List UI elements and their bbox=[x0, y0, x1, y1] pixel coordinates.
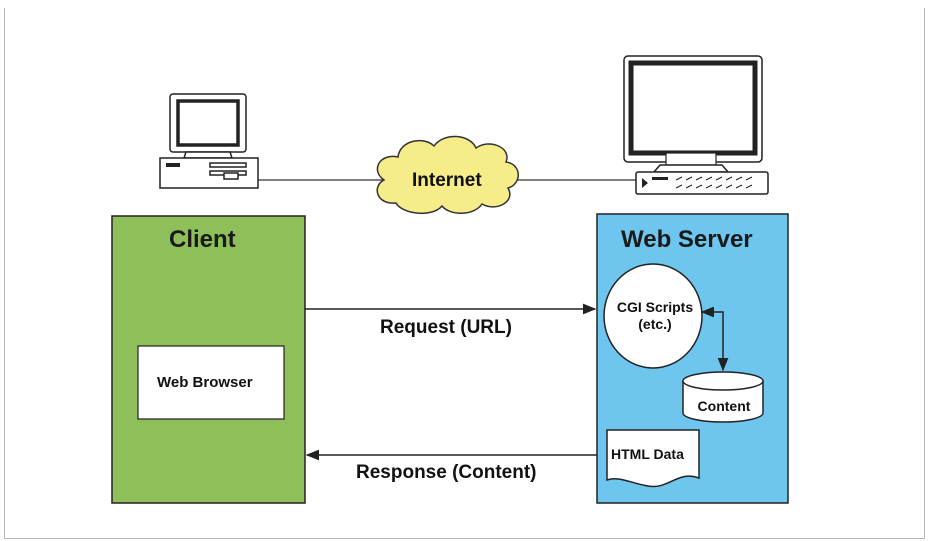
request-label: Request (URL) bbox=[380, 317, 512, 338]
response-label: Response (Content) bbox=[356, 462, 537, 483]
cgi-content-connector bbox=[700, 306, 729, 372]
html-data-label: HTML Data bbox=[611, 446, 684, 462]
content-label: Content bbox=[697, 398, 751, 414]
web-browser-box bbox=[137, 345, 285, 420]
client-title: Client bbox=[169, 226, 236, 253]
document-icon bbox=[606, 429, 700, 488]
server-computer-icon bbox=[623, 55, 769, 195]
database-icon bbox=[682, 371, 764, 423]
internet-cloud-icon bbox=[376, 135, 519, 214]
cgi-scripts-label: CGI Scripts (etc.) bbox=[616, 299, 694, 332]
internet-label: Internet bbox=[412, 170, 482, 191]
client-computer-icon bbox=[159, 93, 259, 189]
web-server-title: Web Server bbox=[621, 226, 753, 253]
web-browser-label: Web Browser bbox=[157, 374, 253, 391]
